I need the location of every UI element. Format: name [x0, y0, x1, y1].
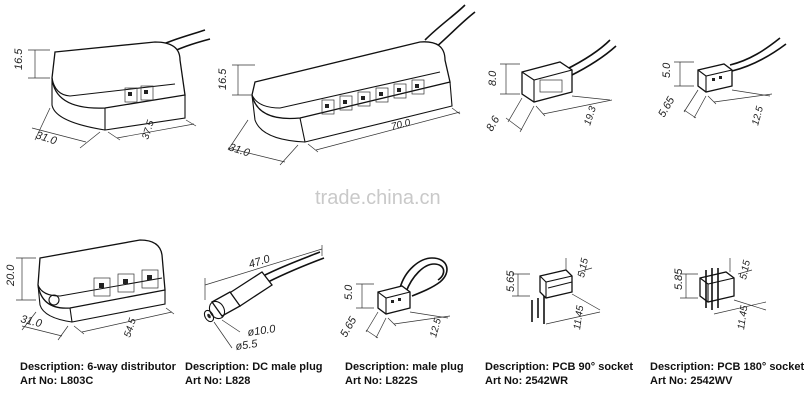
dim-width: 70.0 — [390, 117, 412, 132]
dim-depth: 31.0 — [19, 313, 44, 330]
watermark: trade.china.cn — [315, 187, 441, 209]
dim-bottom: 11.45 — [736, 304, 750, 330]
pcb-90-socket-drawing: 5.65 5.15 11.45 — [505, 257, 601, 330]
pcb-180-socket-drawing: 5.85 5.15 11.45 — [673, 258, 767, 330]
dim-height: 5.0 — [661, 62, 673, 78]
art-no-label: Art No: L822S — [345, 375, 418, 387]
dim-height: 8.0 — [487, 70, 499, 86]
art-no-label: Art No: L803C — [20, 375, 94, 387]
dim-width: 12.5 — [428, 317, 444, 339]
long-distributor-box-drawing: 16.5 31.0 70.0 — [217, 4, 476, 166]
dim-height: 5.85 — [673, 268, 685, 290]
caption-six-way-distributor: Description: 6-way distributor Art No: L… — [20, 360, 176, 388]
six-way-distributor-drawing: 20.0 31.0 54.5 — [5, 239, 175, 341]
male-plug-drawing: 5.0 5.65 12.5 — [338, 257, 451, 340]
dim-depth: 5.65 — [656, 94, 678, 119]
connector-a-drawing: 8.0 8.6 19.3 — [484, 39, 617, 134]
dim-depth: 5.65 — [338, 314, 360, 339]
dc-male-plug-drawing: 47.0 ø10.0 ø5.5 — [203, 245, 325, 353]
dim-height: 16.5 — [217, 68, 229, 90]
small-distributor-box-drawing: 16.5 31.0 37.5 — [13, 29, 211, 149]
dim-outer-diameter: ø10.0 — [247, 323, 277, 339]
caption-pcb-90-socket: Description: PCB 90° socket Art No: 2542… — [485, 360, 633, 388]
dim-width: 54.5 — [122, 317, 139, 339]
caption-male-plug: Description: male plug Art No: L822S — [345, 360, 464, 388]
description-label: Description: PCB 180° socket — [650, 361, 804, 373]
dim-bottom: 11.45 — [572, 304, 586, 330]
description-label: Description: PCB 90° socket — [485, 361, 634, 373]
art-no-label: Art No: 2542WR — [485, 375, 569, 387]
description-label: Description: male plug — [345, 361, 464, 373]
art-no-label: Art No: L828 — [185, 375, 251, 387]
dim-depth: 31.0 — [227, 141, 252, 159]
dim-top: 5.15 — [738, 259, 753, 281]
caption-dc-male-plug: Description: DC male plug Art No: L828 — [185, 360, 323, 388]
caption-pcb-180-socket: Description: PCB 180° socket Art No: 254… — [650, 360, 804, 388]
dim-depth: 31.0 — [34, 129, 59, 147]
dim-width: 37.5 — [140, 119, 157, 141]
dim-width: 19.3 — [582, 105, 599, 127]
dim-height: 5.0 — [343, 284, 355, 300]
dim-top: 5.15 — [576, 257, 591, 279]
dim-height: 5.65 — [505, 270, 517, 292]
connector-b-drawing: 5.0 5.65 12.5 — [656, 37, 787, 127]
dim-depth: 8.6 — [484, 113, 502, 133]
art-no-label: Art No: 2542WV — [650, 375, 733, 387]
dim-height: 16.5 — [13, 48, 25, 70]
description-label: Description: 6-way distributor — [20, 361, 176, 373]
dim-height: 20.0 — [5, 264, 17, 287]
description-label: Description: DC male plug — [185, 361, 323, 373]
dim-inner-diameter: ø5.5 — [235, 338, 259, 353]
dim-width: 12.5 — [750, 105, 766, 127]
